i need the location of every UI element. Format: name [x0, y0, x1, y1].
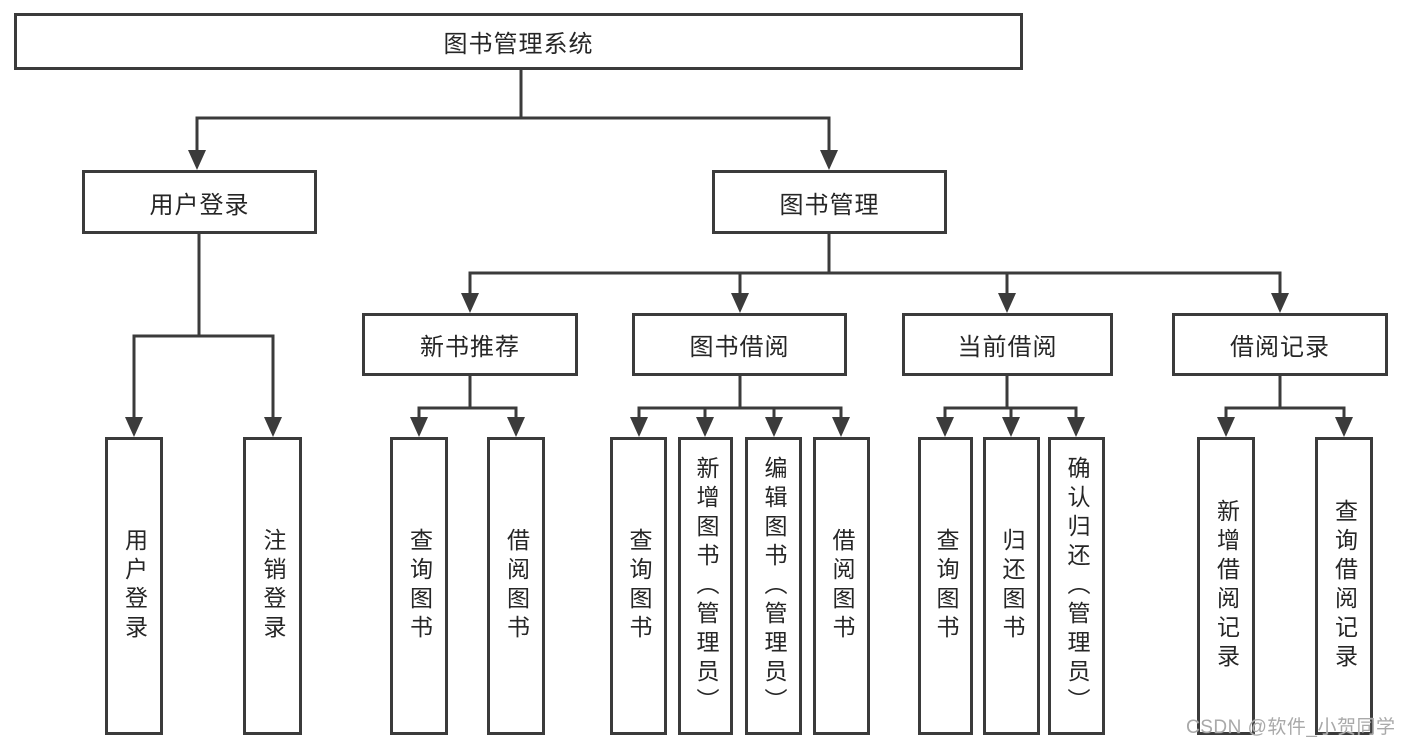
node-bb-query-book: 查询图书	[610, 437, 667, 735]
node-br-add-record: 新增借阅记录	[1197, 437, 1255, 735]
node-book-borrowing: 图书借阅	[632, 313, 847, 376]
node-nbr-borrow-book: 借阅图书	[487, 437, 545, 735]
node-nbr-query-book: 查询图书	[390, 437, 448, 735]
node-logout: 注销登录	[243, 437, 302, 735]
node-current-borrowing: 当前借阅	[902, 313, 1113, 376]
node-cb-confirm-return-admin: 确认归还（管理员）	[1048, 437, 1105, 735]
arrowheads	[125, 150, 1353, 437]
node-root-library-management-system: 图书管理系统	[14, 13, 1023, 70]
node-cb-return-book: 归还图书	[983, 437, 1040, 735]
node-borrow-records: 借阅记录	[1172, 313, 1388, 376]
node-user-login: 用户登录	[105, 437, 163, 735]
node-bb-edit-book-admin: 编辑图书（管理员）	[745, 437, 802, 735]
csdn-watermark: CSDN @软件_小贺同学	[1186, 717, 1396, 738]
node-user-login-branch: 用户登录	[82, 170, 317, 234]
node-bb-add-book-admin: 新增图书（管理员）	[678, 437, 733, 735]
node-cb-query-book: 查询图书	[918, 437, 973, 735]
node-new-book-recommend: 新书推荐	[362, 313, 578, 376]
node-book-management-branch: 图书管理	[712, 170, 947, 234]
node-bb-borrow-book: 借阅图书	[813, 437, 870, 735]
node-br-query-record: 查询借阅记录	[1315, 437, 1373, 735]
